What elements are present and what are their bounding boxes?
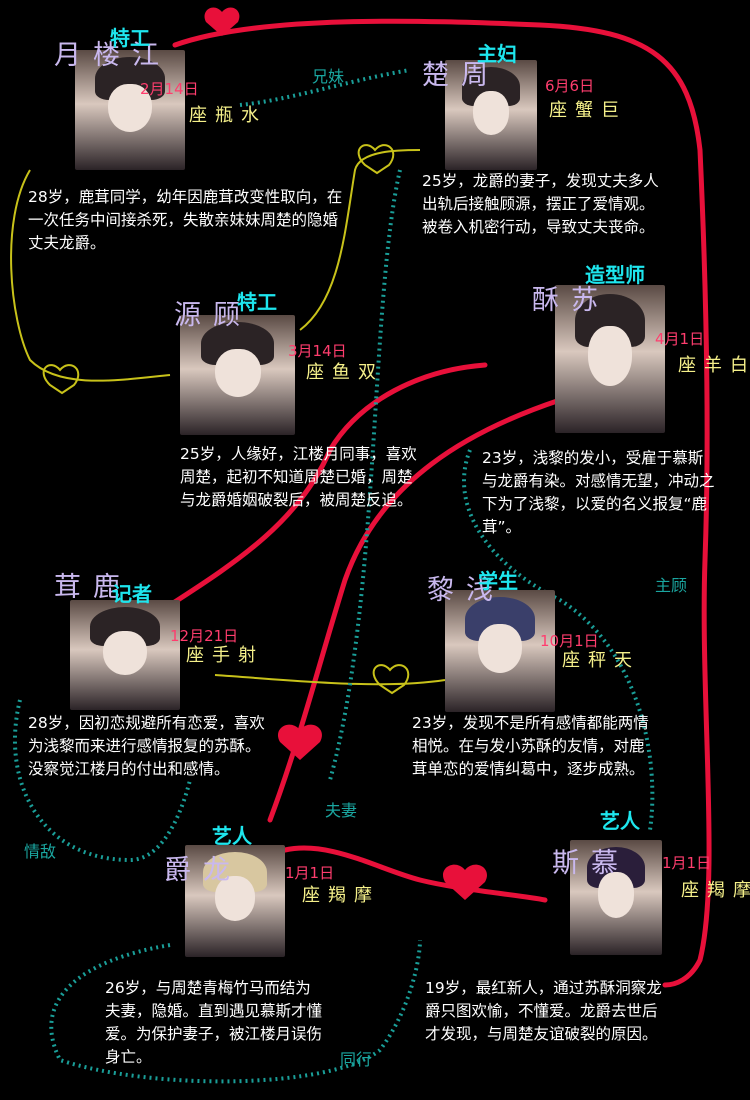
portrait	[70, 600, 180, 710]
birthday: 4月1日	[655, 330, 705, 348]
relation-line-client	[462, 449, 655, 831]
birthday: 1月1日	[285, 864, 335, 882]
crush-line-guyuan-zhouchu	[299, 149, 421, 331]
love-line-musi-jianglouyue	[172, 18, 712, 988]
birthday: 3月14日	[288, 342, 347, 360]
portrait	[445, 590, 555, 712]
portrait	[185, 845, 285, 957]
heart-icons	[204, 7, 487, 900]
crush-line-jianglouyue-guyuan	[10, 169, 171, 382]
character-name: 龙爵	[159, 855, 229, 886]
character-name: 苏酥	[527, 285, 597, 316]
zodiac-sign: 双鱼座	[303, 362, 376, 382]
role-label: 艺人	[600, 809, 640, 833]
role-label: 特工	[110, 26, 150, 50]
heart-icon	[443, 864, 487, 900]
portrait	[75, 50, 185, 170]
love-line-lurong-susu	[167, 362, 488, 608]
character-name: 周楚	[417, 60, 487, 91]
birthday: 6月6日	[545, 77, 595, 95]
character-name: 浅黎	[422, 575, 492, 606]
relation-label-colleague: 同行	[340, 1050, 373, 1069]
role-label: 造型师	[585, 263, 645, 287]
heart-icon	[278, 724, 322, 760]
birthday: 10月1日	[540, 632, 599, 650]
portrait	[570, 840, 662, 955]
relation-label-couple: 夫妻	[325, 801, 358, 820]
character-description: 25岁，龙爵的妻子，发现丈夫多人出轨后接触顾源，摆正了爱情观。被卷入机密行动，导…	[422, 172, 659, 236]
zodiac-sign: 摩羯座	[678, 880, 750, 900]
character-description: 28岁，鹿茸同学，幼年因鹿茸改变性取向，在一次任务中间接杀死，失散亲妹妹周楚的隐…	[28, 188, 343, 252]
heart-icon	[204, 7, 240, 36]
relation-label-rivals: 情敌	[24, 842, 57, 861]
portrait	[180, 315, 295, 435]
zodiac-sign: 摩羯座	[299, 885, 372, 905]
role-label: 艺人	[212, 824, 252, 848]
zodiac-sign: 巨蟹座	[546, 100, 619, 120]
character-description: 26岁，与周楚青梅竹马而结为夫妻，隐婚。直到遇见慕斯才懂爱。为保护妻子，被江楼月…	[105, 979, 323, 1066]
character-name: 顾源	[169, 300, 239, 331]
role-label: 学生	[478, 569, 518, 593]
birthday: 2月14日	[140, 80, 199, 98]
character-name: 江楼月	[49, 40, 158, 71]
zodiac-sign: 天秤座	[559, 650, 632, 670]
relation-line-colleague	[49, 939, 422, 1084]
relation-line-siblings	[239, 68, 411, 107]
relation-line-rivals	[12, 699, 192, 863]
birthday: 1月1日	[662, 854, 712, 872]
zodiac-sign: 水瓶座	[186, 105, 259, 125]
role-label: 特工	[237, 290, 277, 314]
character-description: 25岁，人缘好，江楼月同事，喜欢周楚，起初不知道周楚已婚，周楚与龙爵婚姻破裂后，…	[180, 445, 417, 509]
love-line-longjue-musi	[282, 845, 548, 903]
role-label: 主妇	[477, 42, 517, 66]
character-description: 28岁，因初恋规避所有恋爱，喜欢为浅黎而来进行感情报复的苏酥。没察觉江楼月的付出…	[28, 714, 265, 778]
zodiac-sign: 射手座	[183, 645, 256, 665]
character-description: 23岁，浅黎的发小，受雇于慕斯与龙爵有染。对感情无望，冲动之下为了浅黎，以爱的名…	[482, 449, 715, 536]
relation-label-client: 主顾	[655, 576, 688, 595]
character-description: 23岁，发现不是所有感情都能两情相悦。在与发小苏酥的友情，对鹿茸单恋的爱情纠葛中…	[412, 714, 649, 778]
portrait	[445, 60, 537, 170]
character-name: 慕斯	[547, 848, 617, 879]
relation-label-siblings: 兄妹	[312, 67, 345, 86]
crush-line-qianli-lurong	[214, 674, 446, 686]
portrait	[555, 285, 665, 433]
character-description: 19岁，最红新人，通过苏酥洞察龙爵只图欢愉，不懂爱。龙爵去世后才发现，与周楚友谊…	[425, 979, 662, 1043]
role-label: 记者	[112, 582, 152, 606]
character-name: 鹿茸	[49, 572, 119, 603]
zodiac-sign: 白羊座	[675, 355, 748, 375]
birthday: 12月21日	[170, 627, 239, 645]
